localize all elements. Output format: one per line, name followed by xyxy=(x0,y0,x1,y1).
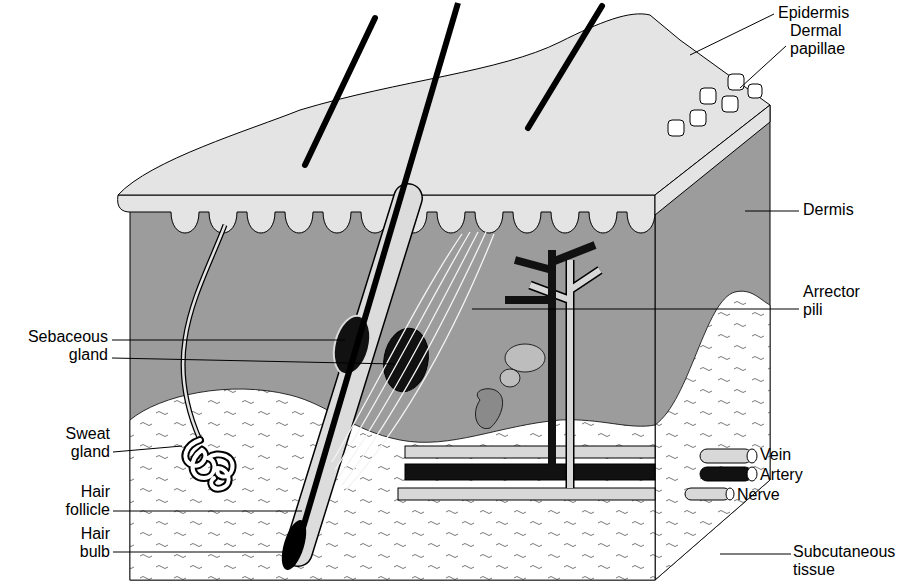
part-label: Dermal papillae xyxy=(790,22,870,59)
part-label: Nerve xyxy=(737,486,817,504)
part-label: Hair bulb xyxy=(50,525,110,562)
part-label: Arrector pili xyxy=(803,283,875,320)
part-label: Hair follicle xyxy=(40,483,110,520)
part-label: Sebaceous gland xyxy=(8,328,108,365)
part-label: Sweat gland xyxy=(40,425,110,462)
part-label: Dermis xyxy=(803,201,903,219)
part-label: Epidermis xyxy=(778,4,878,22)
part-label: Subcutaneous tissue xyxy=(793,543,918,580)
part-label: Vein xyxy=(760,446,840,464)
part-label: Artery xyxy=(760,466,840,484)
